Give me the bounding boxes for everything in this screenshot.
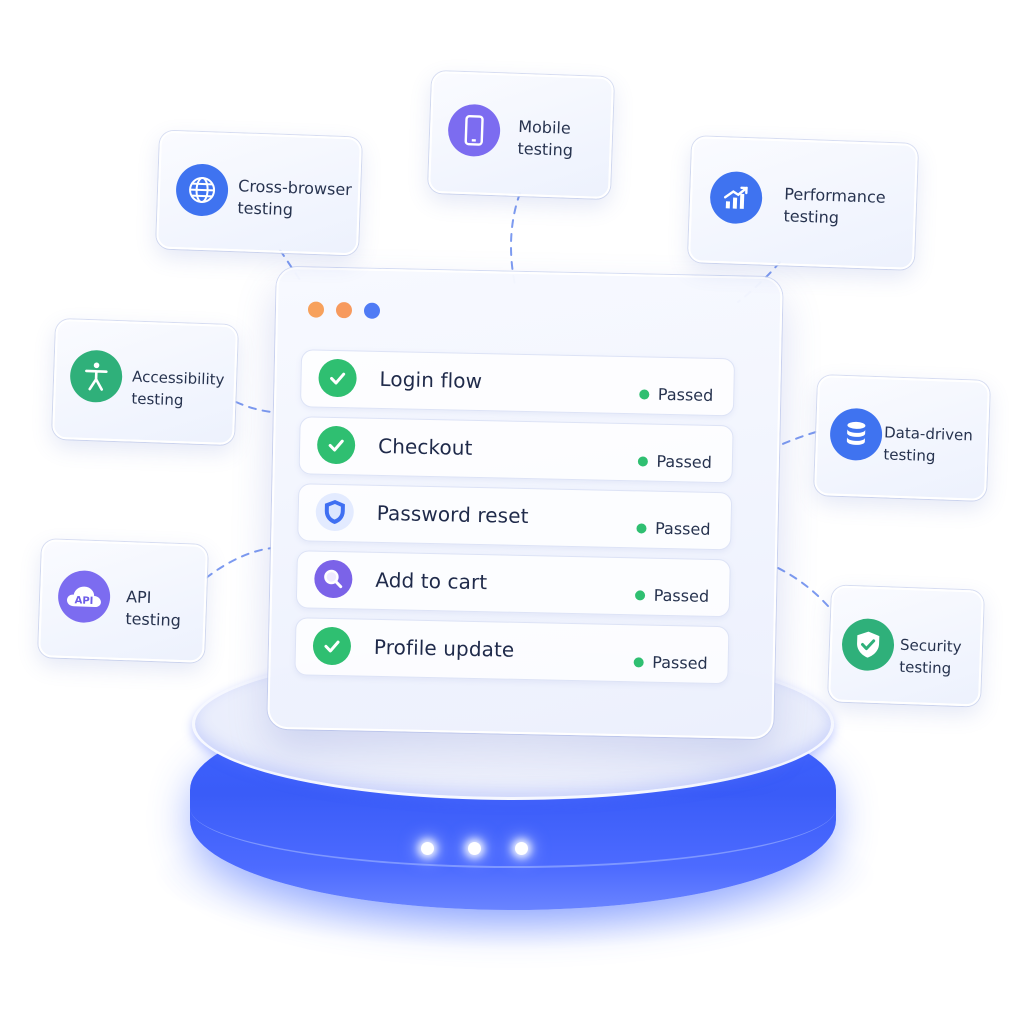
status-dot: [635, 522, 647, 534]
connector-api: [205, 547, 273, 579]
pedestal-light-3: [515, 842, 528, 855]
api-cloud-icon: API: [57, 569, 112, 624]
test-row-checkout[interactable]: Checkout Passed: [298, 416, 734, 484]
test-label: Password reset: [376, 500, 529, 529]
test-results-window: Login flow Passed Checkout Passed: [267, 266, 783, 740]
globe-icon: [175, 163, 229, 217]
pedestal-light-1: [421, 842, 434, 855]
status-badge: Passed: [637, 451, 712, 472]
status-text: Passed: [653, 585, 710, 606]
test-label: Add to cart: [375, 567, 488, 595]
database-icon: [829, 407, 883, 462]
magnifier-icon: [313, 559, 353, 599]
test-row-add-to-cart[interactable]: Add to cart Passed: [295, 550, 731, 618]
connector-accessibility: [235, 401, 273, 413]
status-dot: [638, 388, 650, 400]
check-circle-icon: [316, 425, 356, 465]
pedestal-light-2: [468, 842, 481, 855]
status-text: Passed: [656, 451, 713, 472]
status-badge: Passed: [634, 585, 709, 606]
test-label: Login flow: [379, 366, 483, 394]
window-dot-orange-1[interactable]: [307, 301, 325, 318]
status-text: Passed: [657, 384, 714, 405]
smartphone-icon: [447, 103, 502, 158]
test-row-password-reset[interactable]: Password reset Passed: [297, 483, 733, 551]
status-dot: [633, 656, 644, 668]
test-label: Profile update: [373, 634, 515, 662]
status-dot: [637, 455, 648, 467]
api-badge-text: API: [74, 595, 93, 607]
connector-data-driven: [777, 431, 817, 447]
check-circle-icon: [312, 626, 352, 666]
accessibility-icon: [69, 349, 124, 404]
window-dot-orange-2[interactable]: [335, 302, 353, 319]
status-badge: Passed: [635, 518, 711, 539]
window-dot-blue[interactable]: [363, 302, 381, 319]
test-list: Login flow Passed Checkout Passed: [294, 349, 737, 693]
test-label: Checkout: [377, 433, 473, 460]
status-text: Passed: [654, 518, 711, 539]
test-row-profile-update[interactable]: Profile update Passed: [294, 617, 730, 685]
test-row-login-flow[interactable]: Login flow Passed: [299, 349, 736, 417]
status-dot: [634, 589, 645, 601]
status-text: Passed: [652, 652, 708, 673]
status-badge: Passed: [638, 384, 714, 405]
check-circle-icon: [318, 358, 357, 398]
shield-icon: [315, 492, 355, 532]
shield-check-icon: [841, 617, 895, 672]
bar-chart-icon: [709, 170, 764, 225]
pedestal-band: [190, 748, 836, 868]
status-badge: Passed: [633, 652, 708, 673]
connector-security: [777, 567, 829, 607]
